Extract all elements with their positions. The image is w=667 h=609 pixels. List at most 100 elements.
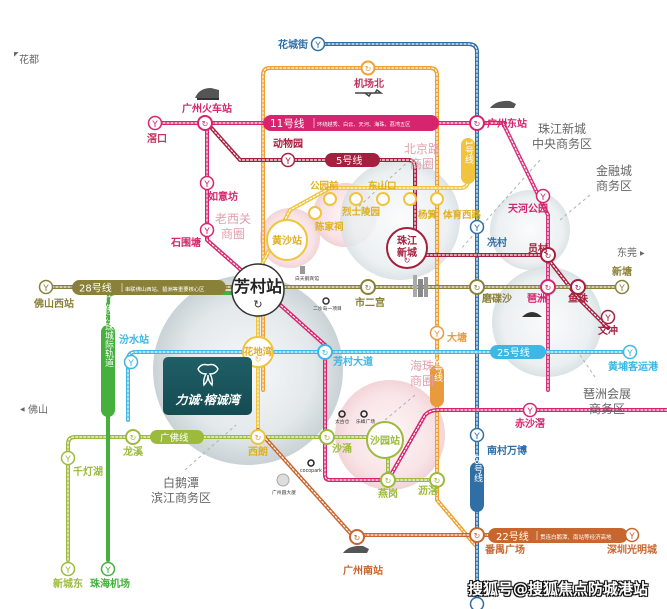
station-marker-xilang[interactable]: ↻	[250, 429, 266, 445]
label-mochasha: 磨碟沙	[481, 292, 512, 305]
badge-line25[interactable]: 25号线	[490, 345, 546, 359]
station-marker-tiyuxilu[interactable]	[430, 192, 444, 206]
svg-text:Y: Y	[539, 193, 546, 203]
station-marker-yangji[interactable]	[403, 192, 417, 206]
station-marker-dongwuyuan[interactable]: Y	[280, 152, 296, 168]
station-marker-mochasha[interactable]: ↻	[469, 279, 485, 295]
label-guangzhou-huochezhan: 广州火车站	[182, 102, 232, 115]
expo-icon-pazhou	[522, 312, 542, 317]
svg-text:↻: ↻	[434, 477, 441, 486]
station-marker-gongyuanqian[interactable]	[323, 192, 337, 206]
station-marker-guangzhou-dongzhan[interactable]: ↻	[469, 115, 485, 131]
station-marker-tianhegongyuan[interactable]: Y	[535, 188, 551, 204]
badge-intercity[interactable]: 广佛江珠城际轨道	[101, 294, 115, 417]
svg-text:↻: ↻	[545, 252, 552, 261]
svg-text:↻: ↻	[575, 284, 582, 293]
label-jichangbei: 机场北	[354, 77, 384, 90]
label-dongwuyuan: 动物园	[273, 137, 303, 150]
line-22[interactable]	[256, 428, 637, 537]
station-marker-shiweitang[interactable]: Y	[199, 222, 215, 238]
station-marker-guangzhou-huochezhan[interactable]: ↻	[197, 115, 213, 131]
svg-text:↻: ↻	[354, 534, 361, 543]
station-marker-pazhou[interactable]: ↻	[540, 279, 556, 295]
station-marker-zhuhaijichang[interactable]: Y	[100, 561, 116, 577]
station-marker-nancunwanbo[interactable]: Y	[469, 427, 485, 443]
zone-jinrongcheng-2: 商务区	[596, 178, 632, 193]
station-marker-longxi[interactable]: ↻	[125, 429, 141, 445]
station-marker-xiancun[interactable]: Y	[469, 219, 485, 235]
label-dongshankou: 东山口	[368, 180, 397, 192]
label-zhuhaijichang: 珠海机场	[90, 577, 130, 590]
station-marker-shachong[interactable]: ↻	[319, 429, 335, 445]
station-marker-chishakou[interactable]: Y	[522, 402, 538, 418]
label-yangji: 杨箕	[418, 209, 438, 221]
station-marker-jiaokou[interactable]: Y	[147, 115, 163, 131]
label-panyuguangchang: 番禺广场	[484, 543, 525, 556]
label-datang: 大塘	[447, 331, 467, 344]
label-guangzhou-nanzhan: 广州南站	[343, 564, 383, 577]
station-marker-yuzhu[interactable]: ↻	[570, 279, 586, 295]
label-wenchong: 文冲	[598, 324, 618, 337]
badge-line18[interactable]: 18号线	[470, 453, 484, 512]
station-marker-foshanxizhan[interactable]: Y	[38, 279, 54, 295]
project-name: 力诚·榕诚湾	[175, 393, 240, 407]
station-marker-huangshazhan[interactable]	[266, 219, 308, 261]
project-logo-icon	[197, 363, 219, 387]
label-huachengjie: 花城街	[278, 38, 308, 51]
direction-label-dongguan: 东莞	[617, 246, 637, 259]
badge-line22[interactable]: 22号线 贯连白鹅潭、南站等经济高地	[488, 528, 628, 543]
station-marker-yangang[interactable]: ↻	[380, 472, 396, 488]
badge-line3[interactable]: 3号线	[430, 358, 444, 407]
station-marker-fenshuizhan[interactable]: Y	[123, 354, 139, 370]
station-marker-shiergong[interactable]: ↻	[360, 279, 376, 295]
project-logo-card[interactable]: 力诚·榕诚湾	[163, 357, 252, 415]
leader-pazhou	[579, 354, 598, 381]
station-marker-qiandenghu[interactable]: Y	[60, 450, 76, 466]
station-marker-liwei[interactable]: ↻	[429, 472, 445, 488]
station-marker-jichangbei[interactable]: ↻	[360, 60, 376, 76]
zone-jinrongcheng-1: 金融城	[596, 163, 632, 178]
station-marker-panyuguangchang[interactable]: ↻	[469, 527, 485, 543]
badge-line28-desc: 串联佛山西站、琶洲等重要核心区	[125, 285, 205, 293]
station-marker-shayuanzhan[interactable]	[366, 421, 404, 459]
station-marker-guangzhou-nanzhan[interactable]: ↻	[349, 529, 365, 545]
badge-line5[interactable]: 5号线	[325, 153, 380, 167]
label-ruyifang: 如意坊	[208, 190, 238, 203]
station-marker-chenjiaci[interactable]	[308, 206, 322, 220]
label-nancunwanbo: 南村万博	[487, 444, 527, 457]
station-marker-zhujiangxincheng[interactable]: ↻	[386, 227, 428, 269]
zone-pazhou-expo-2: 商务区	[589, 401, 625, 416]
badge-guangfo[interactable]: 广佛线	[150, 430, 204, 444]
station-marker-dongshankou[interactable]	[376, 192, 390, 206]
station-marker-lieshilingyuan[interactable]	[349, 192, 363, 206]
badge-line1-label: 1号线	[463, 140, 474, 164]
label-tianhegongyuan: 天河公园	[508, 203, 548, 215]
badge-line11[interactable]: 11号线 环绕越秀、白云、天河、海珠、荔湾五区	[263, 115, 439, 131]
svg-text:↻: ↻	[474, 284, 481, 293]
badge-line28[interactable]: 28号线 串联佛山西站、琶洲等重要核心区	[72, 280, 226, 295]
station-marker-yuancun[interactable]: ↻	[540, 247, 556, 263]
station-marker-huangpukeyungang[interactable]: Y	[622, 344, 638, 360]
label-yangang: 燕岗	[378, 487, 398, 500]
station-marker-fangcundadao[interactable]: ↻	[317, 344, 333, 360]
station-marker-xintang[interactable]: Y	[614, 279, 630, 295]
station-marker-wenchong[interactable]: Y	[600, 309, 616, 325]
station-marker-xinchengdong[interactable]: Y	[60, 561, 76, 577]
label-foshanxizhan: 佛山西站	[33, 297, 74, 310]
landmark-labels: 白天鹅宾馆 二沙岛一项目 太古仓 乐峰广场 cocopark 广州圆大厦	[272, 275, 375, 496]
station-marker-shenzhenguangmingcheng[interactable]: Y	[624, 527, 640, 543]
svg-text:Y: Y	[64, 566, 71, 576]
svg-text:Y: Y	[64, 455, 71, 465]
station-marker-ruyifang[interactable]: Y	[199, 175, 215, 191]
station-marker-huachengjie[interactable]: Y	[310, 36, 326, 52]
label-shayuanzhan: 沙园站	[370, 434, 400, 447]
svg-text:Y: Y	[42, 284, 49, 294]
badge-line1[interactable]: 1号线	[461, 138, 475, 184]
label-fangcundadao: 芳村大道	[333, 355, 373, 368]
station-marker-fangcunzhan[interactable]: ↻	[231, 263, 285, 317]
station-marker-datang[interactable]: Y	[429, 325, 445, 341]
station-marker-south-end[interactable]	[469, 596, 485, 609]
zone-haizhu-1: 海珠	[410, 358, 434, 373]
station-labels: 花城街 机场北 广州火车站 滘口 广州东站 动物园 公园前 东山口 烈士陵园 陈…	[33, 38, 659, 590]
